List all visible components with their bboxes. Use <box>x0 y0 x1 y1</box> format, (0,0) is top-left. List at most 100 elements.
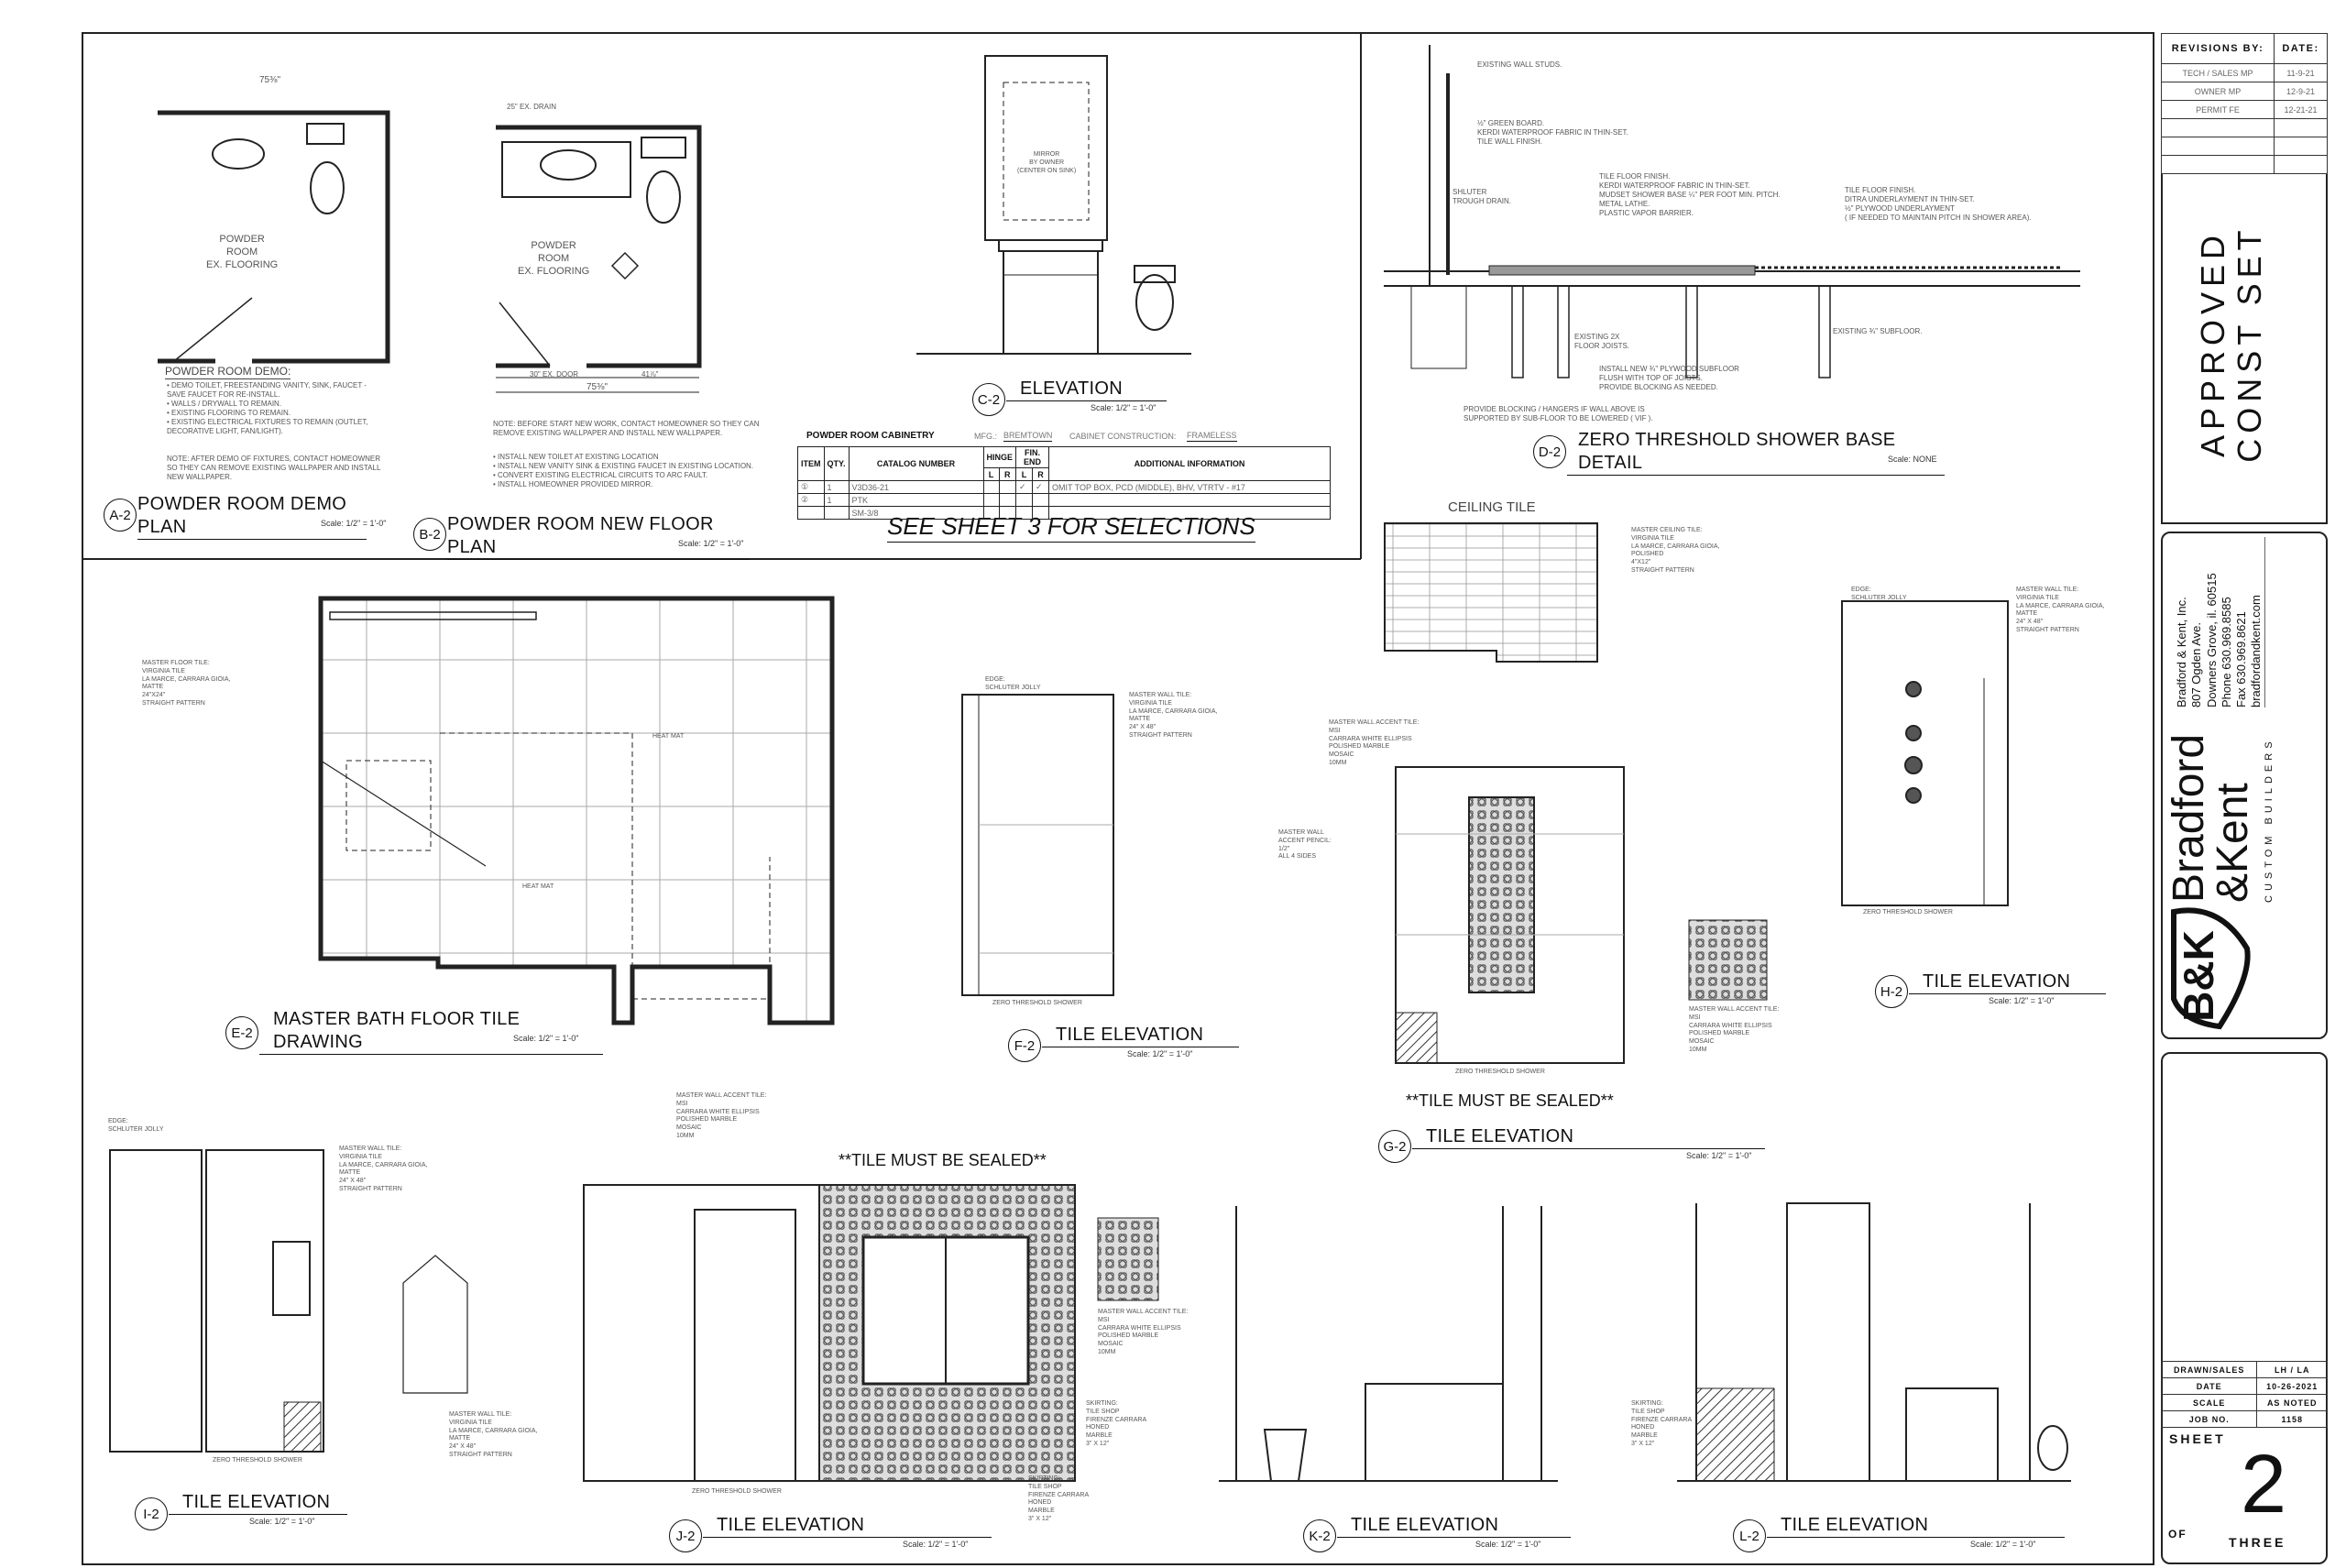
view-scale: Scale: 1/2" = 1'-0" <box>1127 1049 1193 1058</box>
d2-note: EXISTING WALL STUDS. <box>1477 60 1562 69</box>
mfg-label: MFG.: <box>974 432 997 441</box>
of-label: OF <box>2168 1528 2187 1541</box>
tile-spec: MASTER WALL ACCENT TILE: MSI CARRARA WHI… <box>1329 719 1420 766</box>
info-value: 10-26-2021 <box>2256 1377 2328 1395</box>
view-tag: K-2 <box>1303 1519 1336 1552</box>
tile-spec: EDGE: SCHLUTER JOLLY <box>108 1118 164 1133</box>
revision-by: PERMIT FE <box>2161 100 2275 119</box>
company-name: Bradford &Kent <box>2165 733 2257 903</box>
dimension: 75⅜" <box>259 75 281 85</box>
tile-spec: SKIRTING: TILE SHOP FIRENZE CARRARA HONE… <box>1028 1475 1090 1522</box>
info-row: JOB NO.1158 <box>2160 1410 2328 1428</box>
revision-by <box>2161 137 2275 156</box>
tile-spec: EDGE: SCHLUTER JOLLY <box>985 676 1041 691</box>
view-scale: Scale: 1/2" = 1'-0" <box>321 519 387 528</box>
d2-note: EXISTING 2X FLOOR JOISTS. <box>1574 333 1630 350</box>
tile-spec: MASTER WALL ACCENT TILE: MSI CARRARA WHI… <box>1689 1006 1780 1053</box>
view-title: TILE ELEVATION <box>169 1491 347 1515</box>
view-scale: Scale: 1/2" = 1'-0" <box>903 1540 969 1549</box>
cell-fin-l <box>1015 506 1033 520</box>
ceiling-tile-label: CEILING TILE <box>1448 499 1536 515</box>
dimension: 30" EX. DOOR <box>530 370 579 378</box>
view-scale: Scale: 1/2" = 1'-0" <box>513 1034 579 1043</box>
tile-spec: SKIRTING: TILE SHOP FIRENZE CARRARA HONE… <box>1631 1400 1693 1447</box>
revision-row <box>2161 137 2328 156</box>
cell-item: ① <box>797 480 825 494</box>
zero-threshold-label: ZERO THRESHOLD SHOWER <box>692 1488 782 1495</box>
zero-threshold-label: ZERO THRESHOLD SHOWER <box>1455 1069 1545 1075</box>
demo-heading: POWDER ROOM DEMO: <box>165 365 291 379</box>
cell-fin-l: ✓ <box>1015 480 1033 494</box>
revision-by: OWNER MP <box>2161 82 2275 101</box>
sealed-note: **TILE MUST BE SEALED** <box>1406 1091 1614 1110</box>
d2-note: INSTALL NEW ¾" PLYWOOD SUBFLOOR FLUSH WI… <box>1599 365 1739 391</box>
view-tag: D-2 <box>1533 435 1566 468</box>
total-sheets: THREE <box>2229 1535 2286 1550</box>
cell-hinge-l <box>982 480 1000 494</box>
header-l: L <box>1015 467 1033 481</box>
view-title: TILE ELEVATION <box>703 1514 992 1538</box>
view-tag: L-2 <box>1733 1519 1766 1552</box>
heat-mat-label: HEAT MAT <box>652 733 685 740</box>
view-scale: Scale: 1/2" = 1'-0" <box>1091 403 1157 412</box>
mirror-note: MIRROR BY OWNER (CENTER ON SINK) <box>1017 151 1077 174</box>
cell-hinge-r <box>998 493 1017 507</box>
revision-date: 12-9-21 <box>2274 82 2328 101</box>
sealed-note: **TILE MUST BE SEALED** <box>839 1151 1047 1169</box>
table-row: ② 1 PTK <box>797 493 1331 507</box>
view-scale: Scale: 1/2" = 1'-0" <box>1970 1540 2036 1549</box>
tile-spec: MASTER WALL ACCENT PENCIL: 1/2" ALL 4 SI… <box>1278 829 1332 861</box>
view-tag: E-2 <box>225 1016 258 1049</box>
revision-date <box>2274 155 2328 174</box>
construction-label: CABINET CONSTRUCTION: <box>1069 432 1177 441</box>
view-title: ELEVATION <box>1006 378 1167 401</box>
d2-note: ½" GREEN BOARD. KERDI WATERPROOF FABRIC … <box>1477 119 1628 146</box>
view-title: POWDER ROOM DEMO PLAN <box>137 493 367 540</box>
view-tag: J-2 <box>669 1519 702 1552</box>
view-tag: G-2 <box>1378 1130 1411 1163</box>
tile-spec: SKIRTING: TILE SHOP FIRENZE CARRARA HONE… <box>1086 1400 1147 1447</box>
sheet-label: SHEET <box>2169 1431 2226 1446</box>
room-label: POWDER ROOM EX. FLOORING <box>518 240 590 277</box>
view-scale: Scale: 1/2" = 1'-0" <box>1686 1151 1752 1160</box>
d2-note: TILE FLOOR FINISH. KERDI WATERPROOF FABR… <box>1599 172 1781 217</box>
cell-fin-l <box>1015 493 1033 507</box>
view-title: MASTER BATH FLOOR TILE DRAWING <box>259 1008 603 1055</box>
sheet-border <box>82 32 2154 1565</box>
cell-fin-r <box>1032 506 1049 520</box>
view-title: TILE ELEVATION <box>1767 1514 2065 1538</box>
cell-fin-r: ✓ <box>1032 480 1049 494</box>
revision-date <box>2274 137 2328 156</box>
shield-logo-icon <box>2171 907 2251 1030</box>
cell-hinge-l <box>982 506 1000 520</box>
view-title: POWDER ROOM NEW FLOOR PLAN <box>447 513 750 560</box>
zero-threshold-label: ZERO THRESHOLD SHOWER <box>992 1000 1082 1006</box>
cell-qty: 1 <box>823 480 850 494</box>
cabinetry-title: POWDER ROOM CABINETRY <box>806 431 935 441</box>
table-row: ① 1 V3D36-21 ✓ ✓ OMIT TOP BOX, PCD (MIDD… <box>797 480 1331 494</box>
info-value: 1158 <box>2256 1410 2328 1428</box>
cell-info <box>1048 506 1331 520</box>
cell-qty: 1 <box>823 493 850 507</box>
view-title: ZERO THRESHOLD SHOWER BASE DETAIL <box>1567 429 1945 476</box>
approved-status: APPROVED CONST SET <box>2194 225 2268 463</box>
view-tag: B-2 <box>413 518 446 551</box>
header-l: L <box>982 467 1000 481</box>
info-label: JOB NO. <box>2160 1410 2258 1428</box>
info-value: LH / LA <box>2256 1361 2328 1378</box>
view-title: TILE ELEVATION <box>1042 1024 1239 1047</box>
header-catalog: CATALOG NUMBER <box>848 446 984 481</box>
view-scale: Scale: 1/2" = 1'-0" <box>678 539 744 548</box>
dimension: 25" EX. DRAIN <box>507 103 556 111</box>
info-label: SCALE <box>2160 1394 2258 1411</box>
demo-note: NOTE: AFTER DEMO OF FIXTURES, CONTACT HO… <box>167 455 381 481</box>
tile-spec: MASTER WALL ACCENT TILE: MSI CARRARA WHI… <box>676 1092 767 1139</box>
cell-catalog: V3D36-21 <box>848 480 984 494</box>
tile-spec: MASTER WALL TILE: VIRGINIA TILE LA MARCE… <box>339 1146 428 1192</box>
company-address: Bradford & Kent, Inc. 807 Ogden Ave. Dow… <box>2175 537 2265 707</box>
